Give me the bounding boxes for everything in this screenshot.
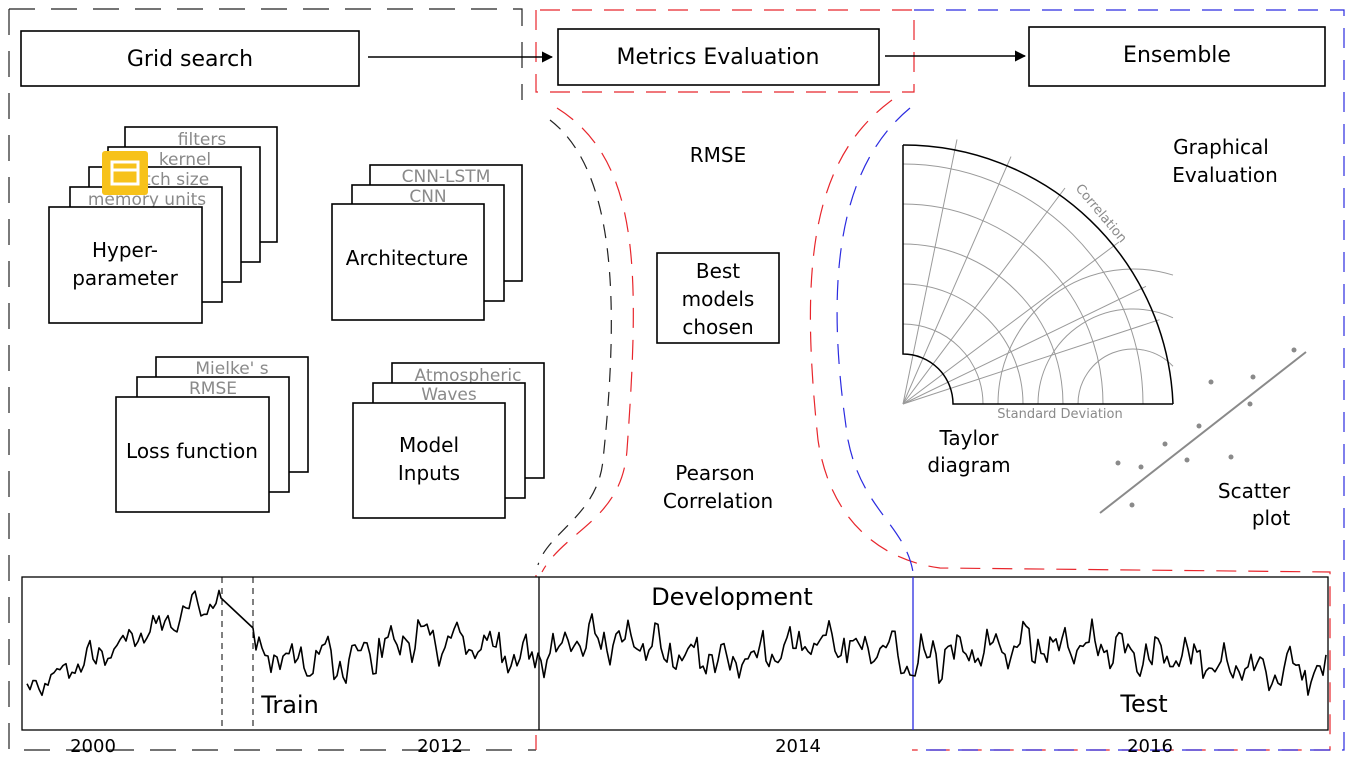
svg-text:RMSE: RMSE: [189, 379, 237, 399]
svg-text:Inputs: Inputs: [398, 461, 460, 485]
scatter-point: [1129, 502, 1135, 508]
svg-text:parameter: parameter: [72, 266, 178, 290]
year-tick-2016: 2016: [1127, 736, 1173, 757]
taylor-std-arc: [902, 243, 1064, 405]
scatter-point: [1162, 441, 1168, 447]
graphical-evaluation-line2: Evaluation: [1172, 163, 1278, 187]
svg-text:Best: Best: [696, 259, 740, 283]
scatter-plot: [1099, 347, 1307, 514]
taylor-std-arc: [902, 203, 1104, 405]
scatter-point: [1115, 460, 1121, 466]
pearson-label-line1: Pearson: [675, 461, 754, 485]
taylor-correlation-ray: [902, 187, 1066, 405]
grid-search-frame: [8, 8, 536, 751]
taylor-std-arc: [902, 323, 984, 405]
scatter-point: [1138, 464, 1144, 470]
taylor-label-line2: diagram: [927, 453, 1010, 477]
taylor-std-arc: [902, 283, 1024, 405]
taylor-rmse-arc: [1037, 308, 1174, 405]
graphical-evaluation-line1: Graphical: [1173, 135, 1269, 159]
svg-text:Standard Deviation: Standard Deviation: [997, 407, 1122, 422]
best-models-box: Best models chosen: [656, 252, 780, 344]
svg-text:Architecture: Architecture: [346, 246, 468, 270]
development-label: Development: [651, 583, 813, 611]
architecture-stack: CNN-LSTM CNN Architecture: [331, 164, 523, 321]
scatter-label-line1: Scatter: [1218, 479, 1291, 503]
taylor-correlation-ray: [902, 285, 1147, 405]
scatter-point: [1196, 423, 1202, 429]
taylor-diagram: Correlation Standard Deviation: [902, 139, 1174, 422]
pearson-label-line2: Correlation: [663, 489, 773, 513]
taylor-correlation-ray: [902, 319, 1160, 405]
svg-text:Hyper-: Hyper-: [92, 238, 158, 262]
hyperparameter-stack: filters kernel batch size memory units H…: [48, 126, 278, 324]
taylor-rmse-arc: [997, 268, 1174, 405]
slides-icon: [102, 151, 148, 195]
model-inputs-stack: Atmospheric Waves Model Inputs: [352, 362, 545, 519]
svg-text:Model: Model: [399, 433, 459, 457]
taylor-label-line1: Taylor: [938, 426, 999, 450]
svg-text:Waves: Waves: [421, 385, 477, 405]
scatter-label-line2: plot: [1252, 506, 1290, 530]
scatter-point: [1228, 454, 1234, 460]
taylor-correlation-ray: [902, 241, 1120, 405]
scatter-point: [1291, 347, 1297, 353]
svg-text:models: models: [682, 287, 755, 311]
svg-text:Grid search: Grid search: [127, 47, 253, 72]
svg-text:chosen: chosen: [682, 315, 753, 339]
ensemble-frame: [836, 9, 1345, 751]
svg-text:Atmospheric: Atmospheric: [415, 366, 522, 386]
svg-text:filters: filters: [178, 130, 227, 150]
train-label: Train: [260, 691, 319, 719]
year-tick-2000: 2000: [70, 736, 116, 757]
metrics-evaluation-box: Metrics Evaluation: [557, 28, 880, 86]
svg-text:CNN: CNN: [409, 187, 446, 207]
year-tick-2012: 2012: [417, 736, 463, 757]
grid-search-curve: [537, 119, 612, 566]
svg-text:Ensemble: Ensemble: [1123, 43, 1231, 68]
scatter-point: [1250, 374, 1256, 380]
svg-text:Metrics Evaluation: Metrics Evaluation: [617, 45, 820, 70]
taylor-correlation-ray: [902, 156, 1012, 405]
year-tick-2014: 2014: [775, 736, 821, 757]
test-label: Test: [1119, 690, 1167, 718]
timeseries-panel: Train Development Test 2000 2012 2014 20…: [21, 576, 1329, 757]
svg-text:kernel: kernel: [159, 150, 211, 170]
scatter-point: [1184, 457, 1190, 463]
grid-search-box: Grid search: [20, 30, 360, 87]
rmse-label: RMSE: [690, 143, 746, 167]
taylor-correlation-ray: [902, 139, 958, 405]
taylor-std-arc: [902, 163, 1144, 405]
loss-function-stack: Mielke' s RMSE Loss function: [115, 356, 309, 513]
svg-text:Loss function: Loss function: [126, 439, 258, 463]
svg-text:CNN-LSTM: CNN-LSTM: [402, 167, 491, 187]
svg-text:Mielke' s: Mielke' s: [195, 359, 268, 379]
taylor-rmse-arc: [1077, 348, 1174, 405]
ensemble-box: Ensemble: [1028, 26, 1326, 87]
wave-height-series: [26, 589, 1327, 697]
scatter-point: [1247, 401, 1253, 407]
svg-text:Correlation: Correlation: [1072, 181, 1130, 246]
scatter-point: [1208, 379, 1214, 385]
